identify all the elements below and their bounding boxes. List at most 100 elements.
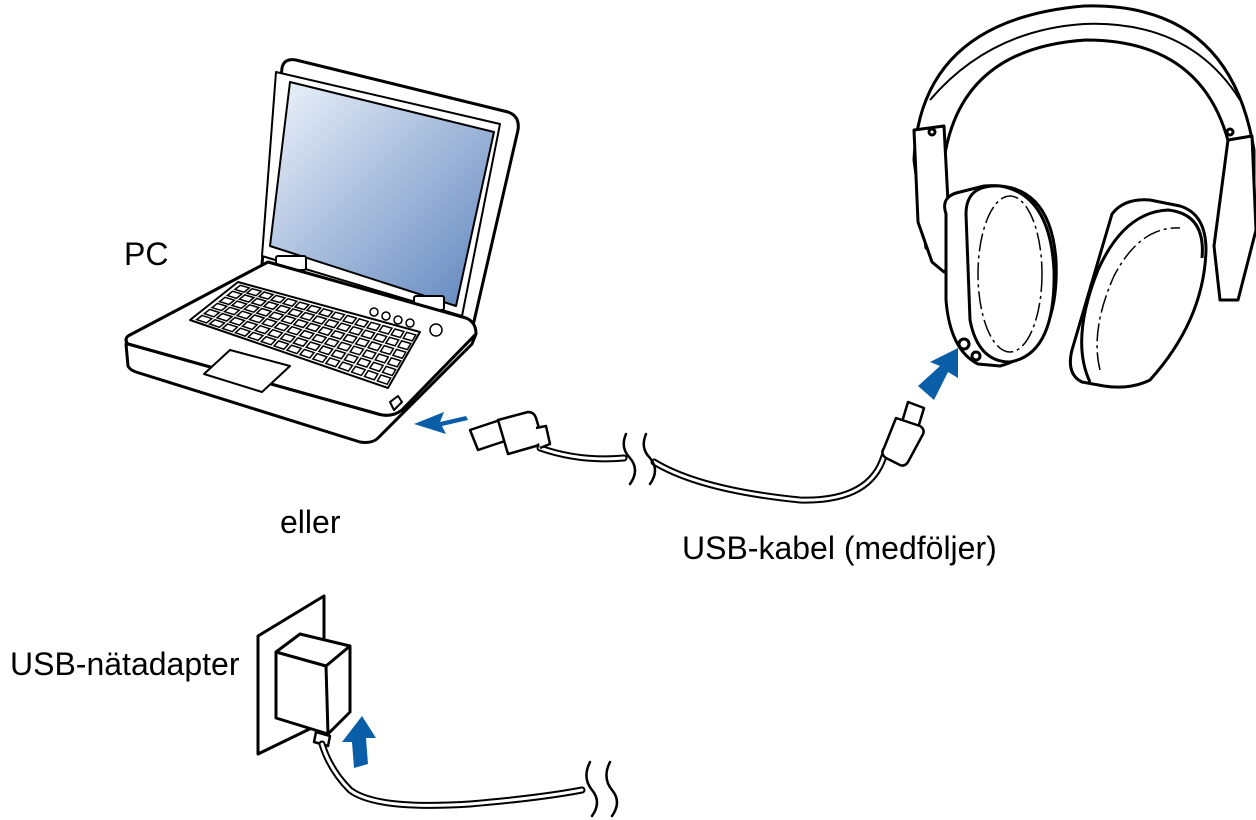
keyboard-key	[402, 331, 417, 342]
keyboard-key	[354, 337, 371, 348]
keyboard-key	[298, 329, 316, 340]
laptop-screen	[269, 81, 495, 307]
keyboard-key	[343, 353, 360, 364]
keyboard-key	[353, 318, 370, 328]
keyboard-key	[304, 322, 322, 333]
keyboard-key	[376, 373, 392, 386]
keyboard-key	[299, 311, 316, 322]
arrow-into-adapter	[342, 716, 376, 768]
arrow-into-headphones	[918, 348, 958, 400]
keyboard-key	[381, 365, 397, 377]
keyboard-key	[317, 326, 334, 337]
keyboard-key	[281, 297, 299, 307]
keyboard-key	[368, 361, 385, 373]
insert-arrow-icon	[342, 348, 958, 768]
keyboard-key	[305, 304, 323, 314]
keyboard-key	[228, 316, 246, 327]
laptop-touchpad	[203, 349, 291, 393]
headphones-icon	[912, 4, 1256, 389]
usb-a-plug	[468, 410, 552, 456]
keyboard-key	[222, 306, 241, 316]
keyboard-key	[329, 311, 346, 321]
keyboard-key	[355, 357, 372, 368]
keyboard-key	[280, 315, 297, 325]
keyboard-key	[233, 284, 251, 294]
keyboard-key	[266, 328, 284, 339]
keyboard-key	[384, 336, 400, 347]
keyboard-key	[366, 341, 383, 352]
keyboard-key	[218, 296, 236, 306]
keyboard-key	[274, 304, 292, 314]
keyboard-key	[233, 327, 252, 337]
keyboard-key	[304, 341, 322, 352]
keyboard-key	[377, 324, 394, 335]
keyboard-key	[241, 320, 259, 331]
keyboard-key	[230, 300, 249, 310]
keyboard-key	[391, 348, 407, 360]
keyboard-key	[311, 333, 328, 344]
laptop-buttons	[369, 307, 443, 337]
keyboard-key	[225, 290, 244, 300]
keyboard-key	[202, 308, 221, 318]
keyboard-key	[360, 329, 376, 340]
keyboard-key	[311, 352, 329, 364]
keyboard-key	[292, 318, 310, 329]
keyboard-key	[248, 314, 266, 324]
keyboard-key	[286, 308, 304, 318]
keyboard-key	[269, 294, 287, 304]
keyboard-key	[221, 323, 239, 333]
keyboard-key	[374, 353, 390, 364]
keyboard-key	[259, 335, 278, 346]
usb-cable-label: USB-kabel (medföljer)	[682, 530, 997, 566]
keyboard-key	[317, 307, 334, 318]
keyboard-key	[255, 307, 273, 317]
keyboard-key	[330, 349, 347, 360]
micro-usb-plug	[881, 400, 926, 467]
keyboard-key	[293, 301, 311, 311]
keyboard-key	[335, 322, 352, 333]
keyboard-key	[361, 349, 378, 360]
keyboard-key	[379, 344, 395, 356]
keyboard-key	[208, 318, 226, 329]
keyboard-key	[348, 345, 365, 356]
keyboard-key	[386, 357, 402, 368]
keyboard-key	[250, 297, 268, 307]
usb-power-adapter-icon	[256, 594, 352, 756]
keyboard-key	[347, 325, 364, 336]
keyboard-key	[262, 301, 280, 311]
laptop-icon	[124, 58, 520, 444]
keyboard-key	[337, 361, 354, 372]
keyboard-key	[267, 311, 285, 321]
keyboard-key	[273, 321, 291, 332]
keyboard-key	[260, 318, 278, 328]
keyboard-key	[292, 337, 309, 348]
keyboard-key	[390, 328, 406, 339]
keyboard-key	[237, 294, 256, 303]
keyboard-key	[279, 332, 297, 343]
keyboard-key	[210, 302, 229, 312]
keyboard-key	[246, 331, 265, 342]
keyboard-key	[329, 329, 346, 340]
or-label: eller	[280, 504, 341, 540]
keyboard-key	[372, 332, 388, 344]
pc-label: PC	[124, 236, 169, 272]
keyboard-key	[272, 340, 290, 351]
keyboard-key	[365, 321, 382, 332]
keyboard-key	[257, 291, 275, 300]
keyboard-key	[245, 287, 263, 297]
keyboard-key	[323, 337, 340, 348]
keyboard-key	[235, 310, 254, 320]
keyboard-key	[298, 348, 316, 359]
keyboard-key	[341, 314, 358, 325]
keyboard-key	[324, 357, 341, 368]
keyboard-key	[317, 345, 334, 356]
keyboard-key	[363, 369, 380, 381]
keyboard-key	[323, 318, 340, 329]
keyboard-key	[285, 325, 303, 336]
laptop-keys	[195, 284, 417, 386]
keyboard-key	[195, 314, 214, 324]
keyboard-key	[285, 344, 303, 355]
keyboard-key	[350, 365, 367, 377]
usb-adapter-label: USB-nätadapter	[10, 646, 240, 682]
